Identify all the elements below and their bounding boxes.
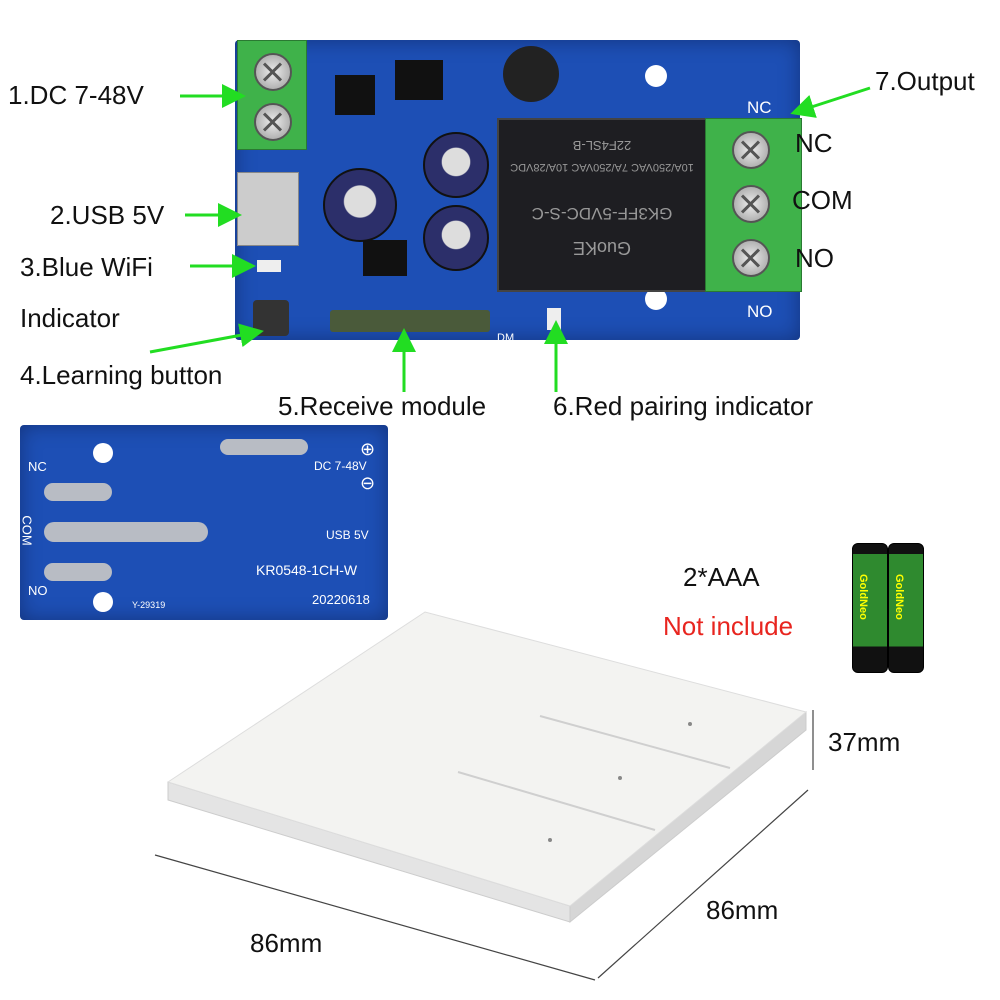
- capacitor: [423, 132, 489, 198]
- relay: 22F4SL-B 10A/250VAC 7A/250VAC 10A/28VDC …: [497, 118, 707, 292]
- solder-trace: [44, 522, 208, 542]
- mount-hole: [645, 288, 667, 310]
- button-seam: [539, 715, 731, 769]
- screw-icon: [732, 239, 770, 277]
- callout-receive: 5.Receive module: [278, 391, 487, 421]
- battery-brand: GoldNeo: [857, 574, 869, 620]
- callout-wifi: 3.Blue WiFi: [20, 252, 153, 282]
- board-label-dm: DM: [497, 332, 515, 344]
- output-com: COM: [792, 185, 853, 215]
- receiver-board-back: NC COM NO ⊕ DC 7-48V ⊖ USB 5V KR0548-1CH…: [20, 425, 388, 620]
- receive-module: [330, 310, 490, 332]
- aaa-battery: GoldNeo: [888, 543, 924, 673]
- back-label-no: NO: [28, 583, 48, 598]
- chip: [363, 240, 407, 276]
- solder-trace: [44, 563, 112, 581]
- back-label-code: Y-29319: [132, 600, 166, 610]
- output-nc: NC: [795, 128, 833, 158]
- mount-hole: [645, 65, 667, 87]
- mount-hole: [93, 592, 113, 612]
- solder-trace: [220, 439, 308, 455]
- button-dot: [618, 776, 622, 780]
- back-label-date: 20220618: [312, 592, 370, 607]
- battery-count: 2*AAA: [683, 562, 760, 592]
- dimension-width: 86mm: [250, 928, 323, 958]
- dim-line-depth: [597, 789, 809, 979]
- callout-red: 6.Red pairing indicator: [553, 391, 814, 421]
- back-label-model: KR0548-1CH-W: [256, 562, 358, 578]
- back-label-usb: USB 5V: [326, 528, 369, 542]
- board-label-no: NO: [747, 302, 773, 321]
- back-label-minus: ⊖: [360, 473, 376, 493]
- callout-output: 7.Output: [875, 66, 975, 96]
- callout-dc: 1.DC 7-48V: [8, 80, 144, 110]
- capacitor: [423, 205, 489, 271]
- solder-trace: [44, 483, 112, 501]
- callout-learning: 4.Learning button: [20, 360, 223, 390]
- callout-usb: 2.USB 5V: [50, 200, 165, 230]
- screw-icon: [732, 131, 770, 169]
- callout-arrows: [149, 84, 871, 392]
- screw-icon: [254, 53, 292, 91]
- arrow-learning: [149, 323, 264, 354]
- dimension-depth: 86mm: [706, 895, 779, 925]
- chip: [335, 75, 375, 115]
- dim-line-width: [154, 854, 596, 981]
- panel-top: [166, 611, 808, 907]
- back-label-nc: NC: [28, 459, 47, 474]
- chip: [395, 60, 443, 100]
- output-terminal: [705, 118, 802, 292]
- usb-port: [237, 172, 299, 246]
- dimension-height: 37mm: [828, 727, 901, 757]
- battery-brand: GoldNeo: [893, 574, 905, 620]
- battery-note: Not include: [663, 611, 794, 641]
- callout-wifi-line2: Indicator: [20, 303, 120, 333]
- back-label-plus: ⊕: [360, 439, 376, 459]
- blue-wifi-led: [257, 260, 281, 272]
- output-no: NO: [795, 243, 834, 273]
- button-dot: [688, 722, 692, 726]
- inductor: [503, 46, 559, 102]
- mount-hole: [93, 443, 113, 463]
- button-dot: [548, 838, 552, 842]
- dc-terminal: [237, 40, 307, 150]
- board-label-nc: NC: [747, 98, 772, 117]
- button-seam: [457, 771, 656, 831]
- capacitor: [323, 168, 397, 242]
- screw-icon: [254, 103, 292, 141]
- screw-icon: [732, 185, 770, 223]
- arrow-output: [790, 86, 871, 118]
- aaa-battery: GoldNeo: [852, 543, 888, 673]
- back-label-dc: DC 7-48V: [314, 459, 367, 473]
